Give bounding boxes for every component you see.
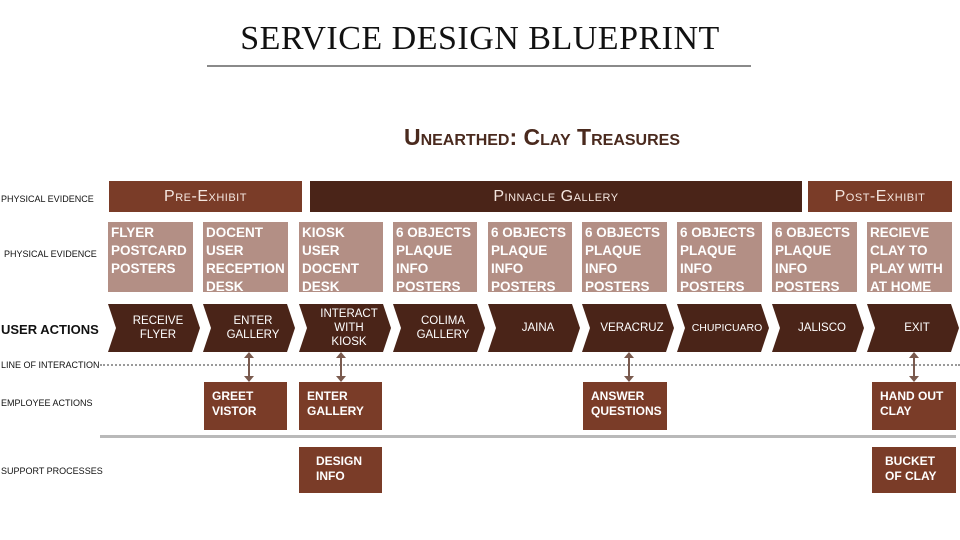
- user-action-label: VERACRUZ: [600, 322, 664, 334]
- employee-action-answer-questions: ANSWER QUESTIONS: [583, 382, 667, 430]
- user-action-interact-kiosk: INTERACT WITH KIOSK: [299, 304, 391, 352]
- chevron-shape: [299, 304, 391, 352]
- row-label-line-of-interaction: LINE OF INTERACTION: [1, 360, 100, 370]
- evidence-box-jalisco: 6 OBJECTS PLAQUE INFO POSTERS: [772, 222, 857, 292]
- evidence-box-colima: 6 OBJECTS PLAQUE INFO POSTERS: [393, 222, 477, 292]
- evidence-box-jaina: 6 OBJECTS PLAQUE INFO POSTERS: [488, 222, 572, 292]
- user-action-jaina: JAINA: [488, 304, 580, 352]
- row-label-employee-actions: EMPLOYEE ACTIONS: [1, 398, 93, 408]
- user-action-label: JAINA: [521, 322, 555, 334]
- row-label-physical-evidence: PHYSICAL EVIDENCE: [4, 249, 97, 259]
- user-action-label: EXIT: [904, 322, 930, 334]
- connector-arrow-handout: [909, 352, 919, 382]
- user-action-jalisco: JALISCO: [772, 304, 864, 352]
- connector-arrow-greet: [244, 352, 254, 382]
- connector-arrow-answer: [624, 352, 634, 382]
- chevron-shape: [677, 304, 769, 352]
- blueprint-title: SERVICE DESIGN BLUEPRINT: [240, 20, 720, 57]
- exhibit-subtitle: Unearthed: Clay Treasures: [403, 124, 681, 150]
- user-action-veracruz: VERACRUZ: [582, 304, 674, 352]
- user-action-label: JALISCO: [798, 322, 846, 334]
- phase-pinnacle-gallery: Pinnacle Gallery: [310, 181, 802, 212]
- row-label-physical-evidence-phase: PHYSICAL EVIDENCE: [1, 194, 94, 204]
- user-action-receive-flyer: RECEIVE FLYER: [108, 304, 200, 352]
- chevron-shape: [582, 304, 674, 352]
- evidence-box-receive-flyer: FLYER POSTCARD POSTERS: [108, 222, 193, 292]
- evidence-box-chupicuaro: 6 OBJECTS PLAQUE INFO POSTERS: [677, 222, 762, 292]
- chevron-shape: [867, 304, 959, 352]
- chevron-shape: [108, 304, 200, 352]
- user-action-label: CHUPICUARO: [691, 322, 763, 334]
- evidence-box-enter-gallery: DOCENT USER RECEPTION DESK: [203, 222, 288, 292]
- employee-action-hand-out-clay: HAND OUT CLAY: [872, 382, 956, 430]
- user-action-exit: EXIT: [867, 304, 959, 352]
- user-action-colima-gallery: COLIMA GALLERY: [393, 304, 485, 352]
- support-process-design-info: DESIGN INFO: [299, 447, 382, 493]
- title-underline: [207, 65, 751, 67]
- employee-action-enter-gallery: ENTER GALLERY: [299, 382, 382, 430]
- line-of-visibility: [100, 435, 956, 438]
- user-action-label: INTERACT WITH KIOSK: [320, 308, 378, 348]
- employee-action-greet-visitor: GREET VISTOR: [204, 382, 287, 430]
- user-action-enter-gallery: ENTER GALLERY: [203, 304, 295, 352]
- phase-pre-exhibit: Pre-Exhibit: [109, 181, 302, 212]
- chevron-shape: [488, 304, 580, 352]
- evidence-box-veracruz: 6 OBJECTS PLAQUE INFO POSTERS: [582, 222, 667, 292]
- support-process-bucket-of-clay: BUCKET OF CLAY: [872, 447, 956, 493]
- chevron-shape: [203, 304, 295, 352]
- evidence-box-exit: RECIEVE CLAY TO PLAY WITH AT HOME: [867, 222, 952, 292]
- chevron-shape: [772, 304, 864, 352]
- row-label-support-processes: SUPPORT PROCESSES: [1, 466, 103, 476]
- line-of-interaction: [100, 364, 960, 366]
- user-action-label: ENTER GALLERY: [226, 315, 280, 341]
- user-action-label: RECEIVE FLYER: [132, 315, 184, 341]
- chevron-shape: [393, 304, 485, 352]
- user-action-label: COLIMA GALLERY: [416, 315, 470, 341]
- user-action-chupicuaro: CHUPICUARO: [677, 304, 769, 352]
- connector-arrow-kiosk: [336, 352, 346, 382]
- evidence-box-kiosk: KIOSK USER DOCENT DESK: [299, 222, 383, 292]
- phase-post-exhibit: Post-Exhibit: [808, 181, 952, 212]
- row-label-user-actions: USER ACTIONS: [1, 322, 99, 337]
